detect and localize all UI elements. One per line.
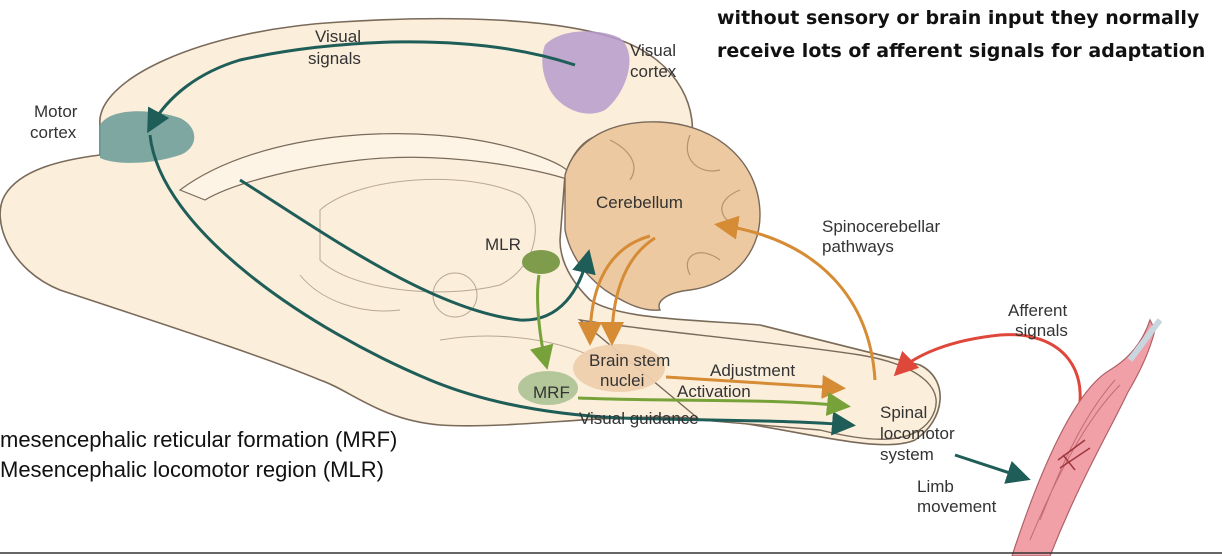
spinocerebellar-arrow xyxy=(714,215,877,381)
visual-cortex-region xyxy=(542,31,630,114)
adjustment-arrow xyxy=(665,374,846,399)
visual-cortex-label-1: Visual xyxy=(630,41,676,60)
visual-cortex-label-2: cortex xyxy=(630,62,677,81)
activation-arrow xyxy=(577,392,851,417)
mlr-to-mrf-arrow xyxy=(529,274,554,370)
visual-guidance-label: Visual guidance xyxy=(579,409,699,428)
motor-cortex-region xyxy=(100,111,195,163)
mrf-label: MRF xyxy=(533,383,570,402)
note-line-1: without sensory or brain input they norm… xyxy=(717,7,1200,29)
spinal-label-3: system xyxy=(880,445,934,464)
tendon-shape xyxy=(1127,318,1163,362)
motor-cortex-label-2: cortex xyxy=(30,123,77,142)
mlr-label: MLR xyxy=(485,235,521,254)
afferent-label-1: Afferent xyxy=(1008,301,1068,320)
hypothalamus-outline xyxy=(299,274,401,312)
limb-label-2: movement xyxy=(917,497,997,516)
motor-to-mlr-pathway xyxy=(239,178,596,322)
cerebellum-folia xyxy=(609,134,746,276)
mrf-region xyxy=(518,371,578,405)
afferent-signals-arrow xyxy=(893,333,1082,441)
brain-stem-label-2: nuclei xyxy=(600,371,644,390)
motor-cortex-label-1: Motor xyxy=(34,102,78,121)
activation-label: Activation xyxy=(677,382,751,401)
thalamus-outline xyxy=(319,178,536,293)
adjustment-label: Adjustment xyxy=(710,361,795,380)
legend-mrf: mesencephalic reticular formation (MRF) xyxy=(0,427,397,452)
brain-stem-nuclei-region xyxy=(573,344,665,392)
spinocerebellar-label-1: Spinocerebellar xyxy=(822,217,940,236)
cerebellum-to-brainstem-arrow-1 xyxy=(578,234,651,346)
afferent-label-2: signals xyxy=(1015,321,1068,340)
visual-signals-arrow xyxy=(147,40,576,134)
spinocerebellar-label-2: pathways xyxy=(822,237,894,256)
mlr-region xyxy=(522,250,560,274)
muscle-spindle xyxy=(1057,439,1091,471)
note-line-2: receive lots of afferent signals for ada… xyxy=(717,40,1205,62)
muscle-fibers xyxy=(1029,379,1121,541)
cerebellum-label: Cerebellum xyxy=(596,193,683,212)
visual-guidance-pathway xyxy=(148,134,856,436)
spinal-label-1: Spinal xyxy=(880,403,927,422)
brain-stem-label-1: Brain stem xyxy=(589,351,670,370)
cerebellum-to-brainstem-arrow-2 xyxy=(600,236,656,346)
spinal-label-2: locomotor xyxy=(880,424,955,443)
visual-signals-label-1: Visual xyxy=(315,27,361,46)
spinal-to-limb-arrow xyxy=(954,453,1031,484)
limb-label-1: Limb xyxy=(917,477,954,496)
legend-mlr: Mesencephalic locomotor region (MLR) xyxy=(0,457,384,482)
visual-signals-label-2: signals xyxy=(308,49,361,68)
cerebellum-shape xyxy=(564,121,761,311)
